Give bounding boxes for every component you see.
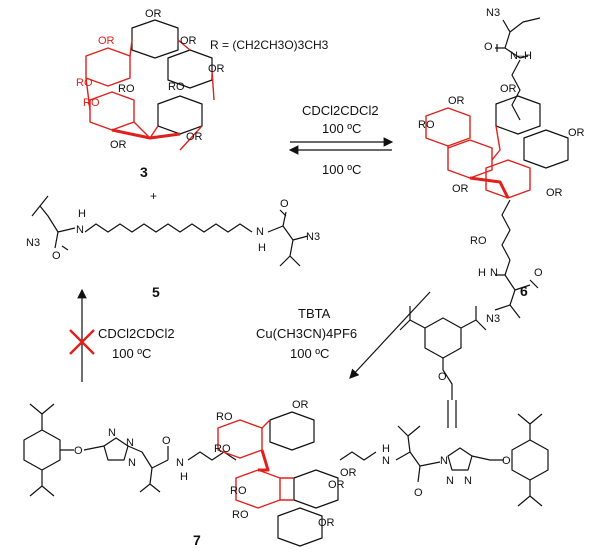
- arrow-diag-catalyst: Cu(CH3CN)4PF6: [256, 326, 357, 341]
- arrow-diag-temperature: 100 ºC: [290, 346, 329, 361]
- atom-n: N: [446, 475, 454, 487]
- arrow-reverse-temperature: 100 ºC: [322, 162, 361, 177]
- click-reaction-arrow: [349, 291, 431, 379]
- atom-or: OR: [340, 467, 357, 479]
- atom-ro: RO: [418, 119, 435, 131]
- atom-or: OR: [328, 479, 345, 491]
- atom-n: N: [440, 455, 448, 467]
- compound-label-7: 7: [193, 532, 201, 548]
- atom-o: O: [484, 41, 493, 53]
- atom-or: OR: [110, 139, 127, 151]
- atom-n3: N3: [26, 237, 40, 249]
- arrow-left-temperature: 100 ºC: [112, 346, 151, 361]
- blocked-arrow: [69, 288, 95, 382]
- compound-label-6: 6: [520, 283, 528, 299]
- atom-ro: RO: [470, 235, 487, 247]
- atom-h: H: [180, 471, 188, 483]
- atom-or: OR: [292, 399, 309, 411]
- atom-ro: RO: [230, 485, 247, 497]
- atom-or: OR: [180, 35, 197, 47]
- atom-n: N: [256, 226, 264, 238]
- atom-o: O: [438, 371, 447, 383]
- atom-or: OR: [568, 127, 585, 139]
- arrow-top-temperature: 100 ºC: [322, 121, 361, 136]
- atom-or: OR: [546, 187, 563, 199]
- atom-ro: RO: [76, 77, 93, 89]
- atom-n: N: [108, 427, 116, 439]
- compound-label-5: 5: [152, 284, 160, 300]
- atom-n3: N3: [306, 231, 320, 243]
- atom-or: OR: [186, 131, 203, 143]
- atom-n3: N3: [486, 7, 500, 19]
- atom-or: OR: [145, 8, 162, 20]
- atom-ro: RO: [232, 509, 249, 521]
- atom-o: O: [52, 250, 61, 262]
- atom-or: OR: [318, 517, 335, 529]
- atom-or: OR: [208, 63, 225, 75]
- arrow-diag-ligand: TBTA: [298, 306, 331, 321]
- atom-o: O: [280, 198, 289, 210]
- atom-h: H: [382, 443, 390, 455]
- atom-h: H: [258, 242, 266, 254]
- atom-n: N: [464, 475, 472, 487]
- axle-5: N3 O N H N H O N3: [26, 195, 320, 267]
- atom-ro: RO: [214, 443, 231, 455]
- atom-n3: N3: [486, 313, 500, 325]
- atom-o: O: [74, 445, 83, 457]
- rotaxane-7: O N N N O N H RO OR RO RO OR OR RO OR N …: [23, 399, 549, 547]
- atom-or: OR: [448, 95, 465, 107]
- compound-label-3: 3: [140, 164, 148, 180]
- atom-ro: RO: [216, 411, 233, 423]
- atom-o: O: [502, 455, 511, 467]
- propargyl-ether-reagent: O: [399, 306, 487, 428]
- atom-h: H: [78, 208, 86, 220]
- atom-or: OR: [452, 183, 469, 195]
- atom-or: OR: [98, 35, 115, 47]
- arrow-left-solvent: CDCl2CDCl2: [98, 326, 175, 341]
- atom-ro: RO: [118, 83, 135, 95]
- atom-nh: N–H: [510, 50, 532, 62]
- r-group-definition: R = (CH2CH3O)3CH3: [210, 38, 329, 52]
- atom-n: N: [76, 224, 84, 236]
- atom-o: O: [162, 435, 171, 447]
- atom-ro: RO: [168, 81, 185, 93]
- atom-n: N: [382, 455, 390, 467]
- rotaxane-6: N3 O N–H OR OR RO OR OR OR RO H N O N3: [418, 7, 585, 325]
- equilibrium-arrows: [288, 137, 394, 155]
- plus-sign: +: [150, 189, 157, 203]
- atom-n: N: [128, 457, 136, 469]
- atom-ro: RO: [83, 97, 100, 109]
- atom-hn: H: [478, 267, 486, 279]
- arrow-top-solvent: CDCl2CDCl2: [302, 103, 379, 118]
- atom-o: O: [414, 487, 423, 499]
- atom-or: OR: [500, 83, 517, 95]
- atom-n: N: [176, 457, 184, 469]
- atom-o: O: [534, 267, 543, 279]
- atom-n: N: [490, 267, 498, 279]
- pillararene-3: OR OR OR OR RO RO RO RO OR OR: [76, 8, 225, 151]
- atom-n: N: [126, 437, 134, 449]
